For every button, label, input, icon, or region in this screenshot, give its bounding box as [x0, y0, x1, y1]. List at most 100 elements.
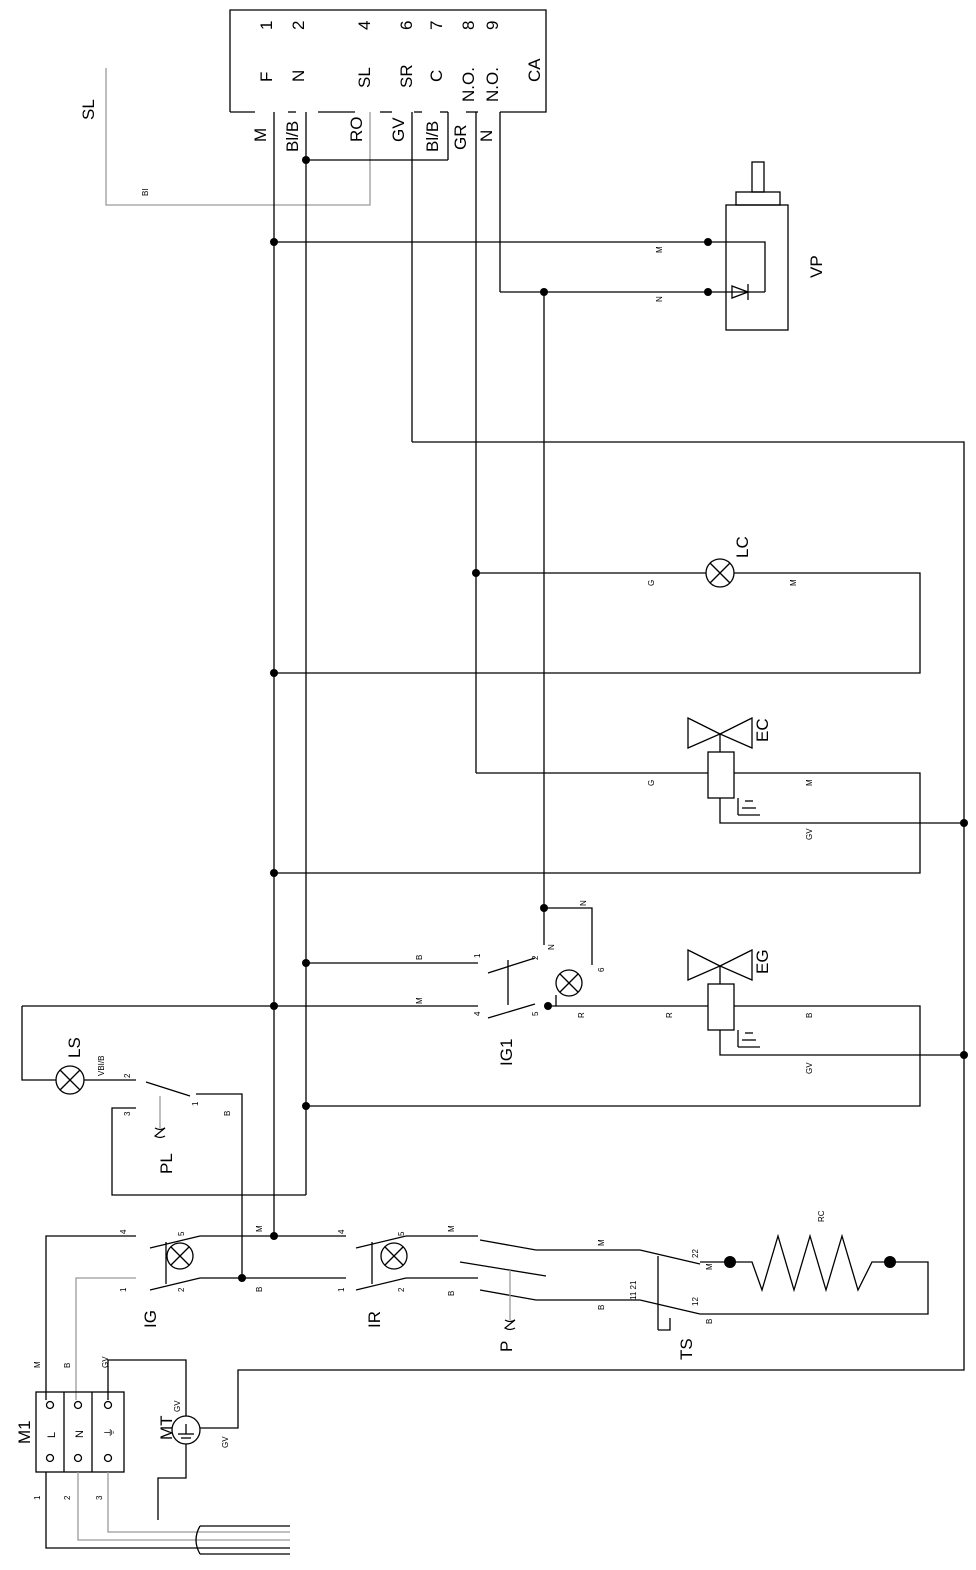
tb-sig-f: F: [257, 72, 276, 82]
ig1-pin-5: 5: [531, 1011, 540, 1016]
pl-pin-3: 3: [123, 1111, 132, 1116]
lc-label: LC: [733, 536, 752, 558]
ig-label: IG: [141, 1310, 160, 1328]
ec-wire-m: M: [805, 779, 814, 786]
ec-wire-gv: GV: [805, 828, 814, 840]
mt-label: MT: [157, 1415, 176, 1440]
ig1-wire-m: M: [415, 997, 424, 1004]
mt-wire-gv2: GV: [221, 1436, 230, 1448]
vp-label: VP: [807, 255, 826, 278]
m1-terminal-l: L: [46, 1432, 58, 1438]
tb-num-1: 1: [257, 21, 276, 30]
rc-label: RC: [817, 1210, 826, 1222]
tb-wire-gr: GR: [451, 125, 470, 151]
m1-block-mt: L N ⏚ M1 MT GV GV M B GV 1 2 3: [15, 1356, 290, 1555]
tb-wire-blb1: Bl/B: [283, 121, 302, 152]
p-label: P: [497, 1341, 516, 1352]
tb-num-8: 8: [459, 21, 478, 30]
ts-pin-12: 12: [691, 1297, 700, 1306]
vp-wire-n: N: [655, 296, 664, 302]
m1-wire-b: B: [63, 1363, 72, 1368]
ls-wire: VBI/B: [97, 1056, 106, 1076]
ig-wire-b: B: [255, 1287, 264, 1292]
ig1-pin-1: 1: [473, 953, 482, 958]
ts-thermostat-rc: TS RC 11 21 22 12 M B: [629, 1210, 929, 1360]
ts-wire-m: M: [705, 1263, 714, 1270]
tb-num-7: 7: [427, 21, 446, 30]
vp-wire-m: M: [655, 246, 664, 253]
ig1-pin-6: 6: [597, 967, 606, 972]
m1-pin-3: 3: [95, 1495, 104, 1500]
sl-wire-bi: BI: [141, 188, 150, 196]
ls-lamp-pl: LS VBI/B PL 1 2 3 B: [21, 1006, 306, 1278]
pl-pin-1: 1: [191, 1101, 200, 1106]
ir-switch: IR 4 5 1 2 M B: [337, 1225, 478, 1328]
ig1-wire-r1: R: [577, 1012, 586, 1018]
m1-terminal-n: N: [74, 1430, 86, 1438]
ig1-pin-4: 4: [473, 1011, 482, 1016]
ir-wire-m: M: [447, 1225, 456, 1232]
pl-wire-b: B: [223, 1111, 232, 1116]
ig-pin-2: 2: [177, 1287, 186, 1292]
ig-pin-4: 4: [119, 1229, 128, 1234]
sl-label: SL: [79, 99, 98, 120]
ir-wire-b: B: [447, 1291, 456, 1296]
mt-wire-gv1: GV: [173, 1400, 182, 1412]
ig1-wire-n2: N: [579, 900, 588, 906]
ig-switch: IG 4 5 1 2 M B: [45, 1225, 346, 1400]
tb-sig-sl: SL: [355, 67, 374, 88]
p-pressure-switch: P M B: [459, 1239, 640, 1352]
m1-label: M1: [15, 1420, 34, 1444]
pl-pin-2: 2: [123, 1073, 132, 1078]
ig-wire-m: M: [255, 1225, 264, 1232]
eg-wire-b: B: [805, 1013, 814, 1018]
ec-wire-g: G: [647, 780, 656, 786]
ir-pin-4: 4: [337, 1229, 346, 1234]
ig1-wire-n1: N: [547, 944, 556, 950]
tb-sig-no2: N.O.: [483, 67, 502, 102]
m1-wire-gv: GV: [101, 1356, 110, 1368]
ec-valve: EC G M GV: [274, 716, 964, 874]
p-wire-b: B: [597, 1305, 606, 1310]
p-wire-m: M: [597, 1239, 606, 1246]
pl-label: PL: [157, 1153, 176, 1174]
ts-label: TS: [677, 1338, 696, 1360]
lc-wire-m: M: [789, 579, 798, 586]
junction-dots: [238, 156, 968, 1282]
ls-label: LS: [65, 1037, 84, 1058]
ts-wire-b: B: [705, 1319, 714, 1324]
ig1-wire-r2: R: [665, 1012, 674, 1018]
m1-pin-1: 1: [33, 1495, 42, 1500]
tb-wire-blb2: Bl/B: [423, 121, 442, 152]
ig-pin-5: 5: [177, 1231, 186, 1236]
ts-pin-1121: 11 21: [629, 1280, 638, 1300]
tb-wire-ro: RO: [347, 117, 366, 143]
lc-wire-g: G: [647, 580, 656, 586]
ir-label: IR: [365, 1311, 384, 1328]
tb-num-2: 2: [289, 21, 308, 30]
lc-lamp: LC G M: [274, 536, 921, 674]
tb-num-6: 6: [397, 21, 416, 30]
tb-num-9: 9: [483, 21, 502, 30]
tb-wire-gv: GV: [389, 117, 408, 142]
tb-wire-m: M: [251, 128, 270, 142]
ec-label: EC: [753, 718, 772, 742]
ig1-wire-b: B: [415, 955, 424, 960]
m1-terminal-earth: ⏚: [103, 1427, 116, 1438]
main-buses: [200, 112, 965, 1429]
tb-name-ca: CA: [525, 58, 544, 82]
tb-num-4: 4: [355, 21, 374, 30]
ig1-switch: IG1 1 2 4 5 6 N N B M R R: [22, 900, 708, 1066]
tb-sig-no1: N.O.: [459, 67, 478, 102]
sl-lamp: SL BI: [79, 68, 371, 206]
tb-wire-n: N: [477, 130, 496, 142]
m1-pin-2: 2: [63, 1495, 72, 1500]
vp-pump: VP M N: [274, 161, 826, 331]
ig1-pin-2: 2: [531, 955, 540, 960]
ir-pin-2: 2: [397, 1287, 406, 1292]
eg-wire-gv: GV: [805, 1062, 814, 1074]
eg-label: EG: [753, 949, 772, 974]
tb-sig-n: N: [289, 70, 308, 82]
